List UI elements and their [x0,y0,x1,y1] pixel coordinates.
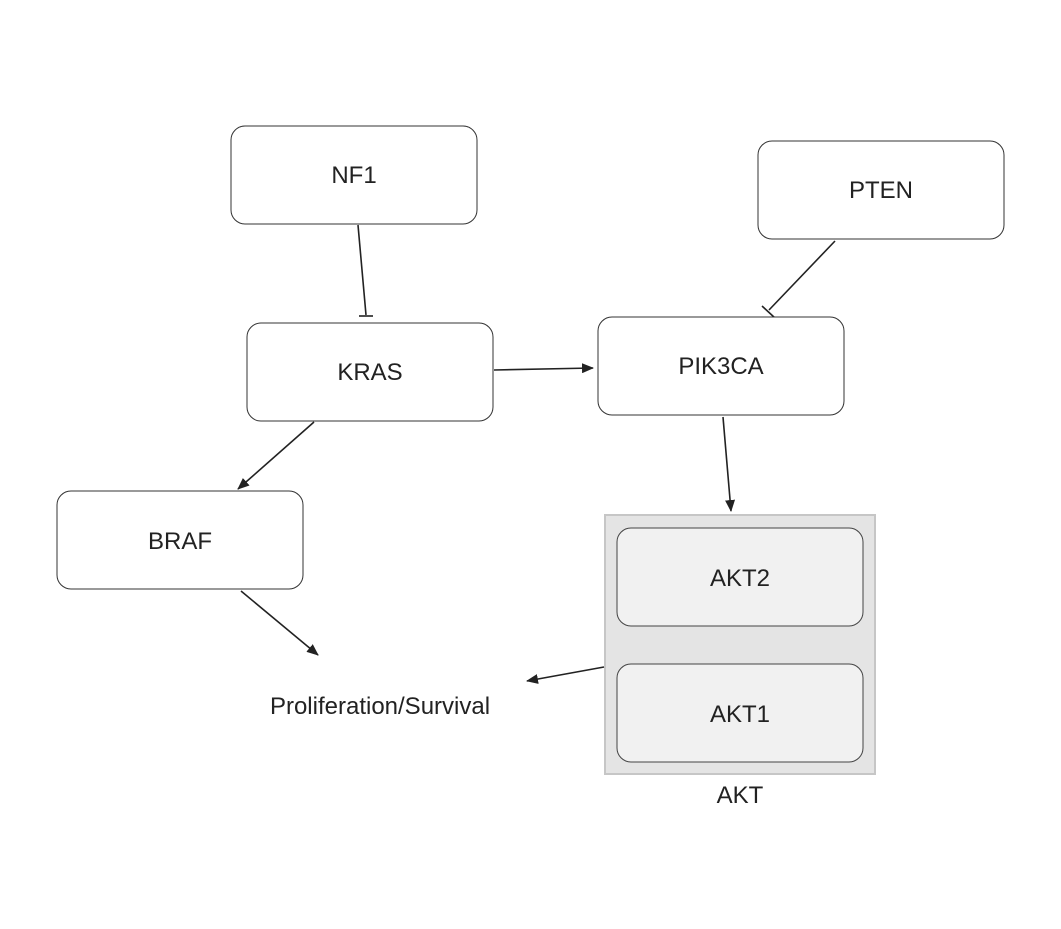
node-akt2: AKT2 [616,527,864,627]
node-akt1: AKT1 [616,663,864,763]
node-pten: PTEN [757,140,1005,240]
node-braf: BRAF [56,490,304,590]
node-kras: KRAS [246,322,494,422]
akt-group-label: AKT [717,782,764,809]
node-akt2-label: AKT2 [710,565,770,592]
edge-braf-outcome-activation [240,590,319,656]
node-nf1: NF1 [230,125,478,225]
outcome-label: Proliferation/Survival [270,693,490,720]
edge-nf1-kras-inhibition [357,224,373,317]
edge-akt-outcome-activation [526,666,605,684]
edge-pik3ca-akt-activation [722,416,736,512]
node-kras-label: KRAS [337,359,402,386]
edge-kras-pik3ca-activation [493,363,594,374]
node-pten-label: PTEN [849,177,913,204]
edge-kras-braf-activation [237,421,315,490]
node-nf1-label: NF1 [331,162,376,189]
node-pik3ca: PIK3CA [597,316,845,416]
edge-pten-pik3ca-inhibition [761,240,836,319]
node-braf-label: BRAF [148,528,212,555]
edges [237,224,836,684]
node-pik3ca-label: PIK3CA [678,353,763,380]
node-akt1-label: AKT1 [710,701,770,728]
